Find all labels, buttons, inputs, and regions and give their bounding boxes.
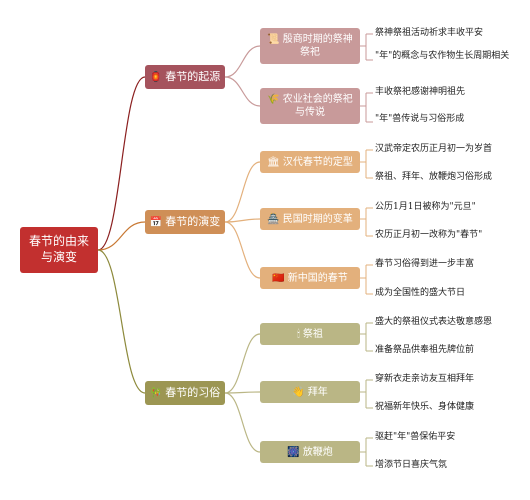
root-to-evolution-connector — [97, 221, 146, 251]
evolution-sub-connector — [224, 221, 261, 279]
sub-shang-sacrifice: 📜殷商时期的祭神祭祀 — [260, 28, 360, 64]
sub-firecrackers: 🎆放鞭炮 — [260, 441, 360, 463]
leaf: 汉武帝定农历正月初一为岁首 — [375, 144, 493, 154]
branch-customs: 🎋 春节的习俗 — [145, 381, 225, 405]
leaf: 增添节日喜庆气氛 — [375, 460, 448, 470]
root-to-customs-connector — [97, 249, 146, 394]
leaf: 祭神祭祖活动祈求丰收平安 — [375, 28, 484, 38]
sub-shang-sacrifice-label: 殷商时期的祭神祭祀 — [282, 34, 353, 58]
branch-origin: 🏮 春节的起源 — [145, 65, 225, 89]
sub-new-year-greeting: 👋拜年 — [260, 381, 360, 403]
bamboo-icon: 🎋 — [149, 387, 163, 399]
origin-sub-connector — [224, 76, 261, 107]
origin-sub-connector — [224, 45, 261, 78]
customs-sub-connector — [224, 391, 261, 394]
leaf: 祝福新年快乐、身体健康 — [375, 402, 475, 412]
leaf: 农历正月初一改称为"春节" — [375, 230, 483, 240]
wheat-icon: 🌾 — [267, 94, 280, 105]
evolution-sub-connector — [224, 161, 261, 223]
leaf: 春节习俗得到进一步丰富 — [375, 259, 475, 269]
fireworks-icon: 🎆 — [287, 446, 300, 458]
sub-republic-era-label: 民国时期的变革 — [282, 213, 353, 225]
china-flag-icon: 🇨🇳 — [272, 272, 285, 284]
lantern-icon: 🏮 — [149, 71, 163, 83]
branch-evolution: 📅 春节的演变 — [145, 210, 225, 234]
palace-icon: 🏯 — [267, 213, 280, 225]
sub-republic-era: 🏯民国时期的变革 — [260, 208, 360, 230]
sub-ancestor-worship: 🕯祭祖 — [260, 323, 360, 345]
sub-new-china-label: 新中国的春节 — [287, 272, 348, 284]
leaf: 穿新衣走亲访友互相拜年 — [375, 374, 475, 384]
leaf: 丰收祭祀感谢神明祖先 — [375, 87, 466, 97]
leaf: "年"的概念与农作物生长周期相关 — [375, 51, 510, 61]
sub-new-china: 🇨🇳新中国的春节 — [260, 267, 360, 289]
sub-han-dynasty: 🏛汉代春节的定型 — [260, 151, 360, 173]
root-node: 春节的由来与演变 — [20, 227, 98, 273]
sub-new-year-greeting-label: 拜年 — [307, 386, 328, 398]
sub-han-dynasty-label: 汉代春节的定型 — [282, 156, 353, 168]
leaf: 祭祖、拜年、放鞭炮习俗形成 — [375, 172, 493, 182]
sub-firecrackers-label: 放鞭炮 — [302, 446, 333, 458]
customs-sub-connector — [224, 333, 261, 394]
leaf: 驱赶"年"兽保佑平安 — [375, 432, 456, 442]
branch-customs-label: 春节的习俗 — [165, 385, 221, 399]
root-label: 春节的由来与演变 — [28, 234, 89, 264]
leaf: 盛大的祭祖仪式表达敬意感恩 — [375, 317, 493, 327]
leaf: 公历1月1日被称为"元旦" — [375, 202, 476, 212]
waving-hand-icon: 👋 — [292, 386, 305, 398]
leaf: 成为全国性的盛大节日 — [375, 288, 466, 298]
temple-icon: 🏛 — [267, 156, 280, 168]
customs-sub-connector — [224, 392, 261, 453]
sub-ancestor-worship-label: 祭祖 — [302, 328, 323, 340]
branch-evolution-label: 春节的演变 — [165, 214, 221, 228]
sub-agri-legend: 🌾农业社会的祭祀与传说 — [260, 88, 360, 124]
calendar-icon: 📅 — [149, 216, 163, 228]
candle-icon: 🕯 — [297, 328, 300, 340]
evolution-sub-connector — [224, 218, 261, 223]
root-to-origin-connector — [97, 76, 146, 251]
scroll-icon: 📜 — [267, 34, 280, 45]
leaf: "年"兽传说与习俗形成 — [375, 114, 465, 124]
branch-origin-label: 春节的起源 — [165, 69, 221, 83]
sub-agri-legend-label: 农业社会的祭祀与传说 — [282, 94, 353, 118]
leaf: 准备祭品供奉祖先牌位前 — [375, 345, 475, 355]
